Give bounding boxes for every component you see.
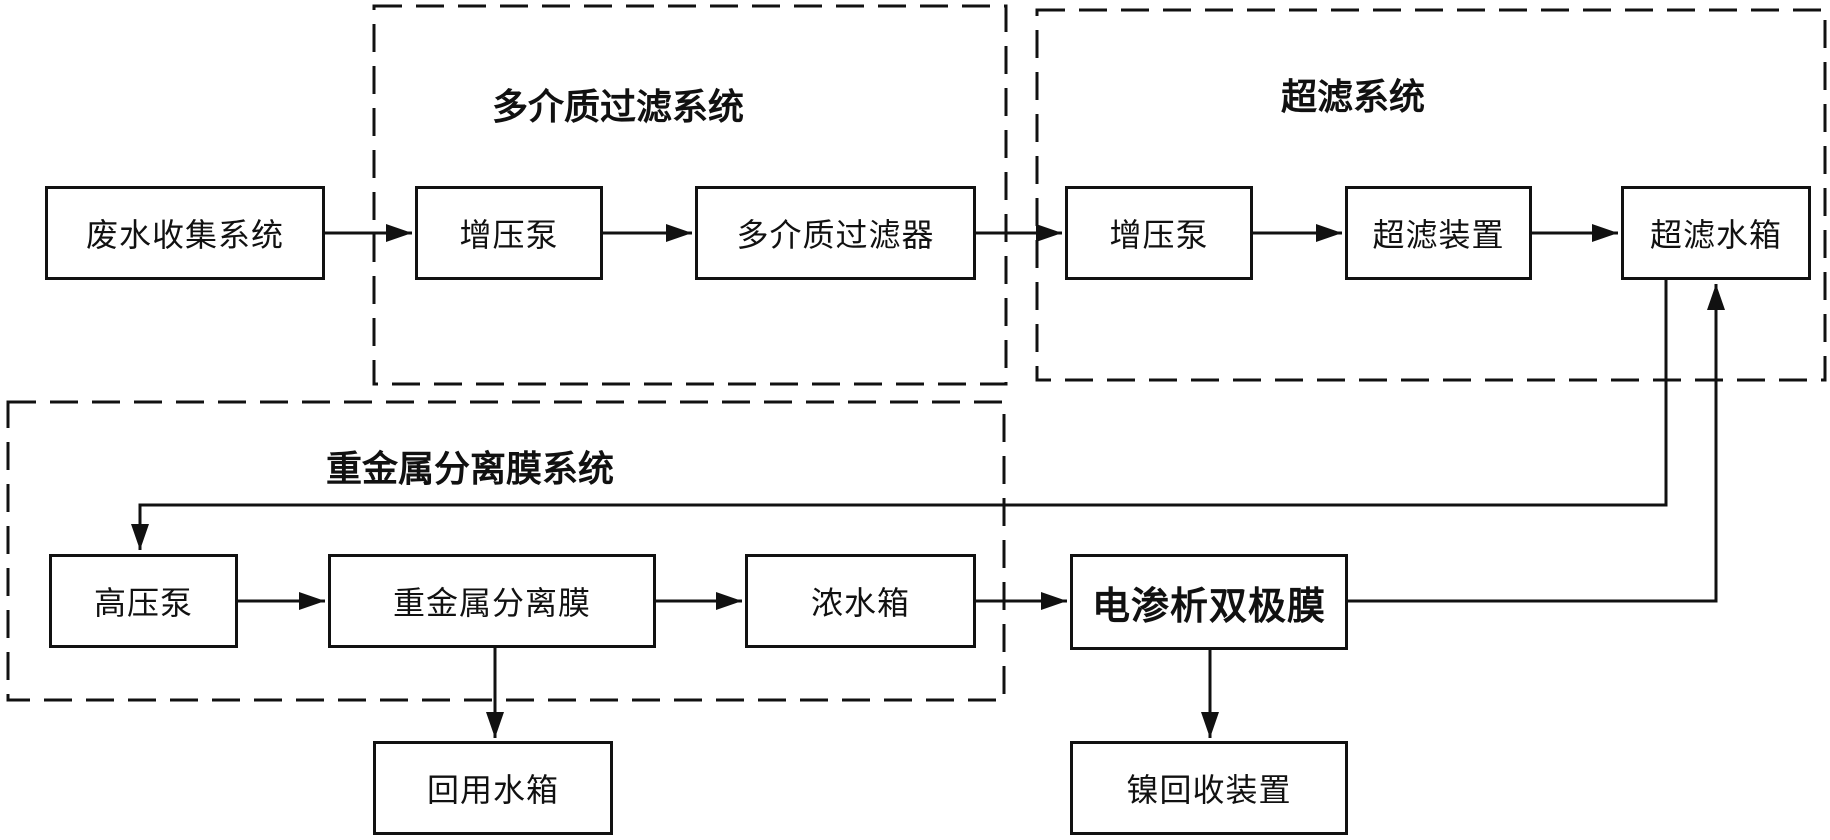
node-wastewater-collection: 废水收集系统 <box>45 186 325 280</box>
group-frame-multimedia <box>372 4 1008 386</box>
node-booster-pump-1: 增压泵 <box>415 186 603 280</box>
node-nickel-recovery: 镍回收装置 <box>1070 741 1348 835</box>
node-high-pressure-pump: 高压泵 <box>49 554 238 648</box>
group-frame-heavy-metal <box>6 400 1006 702</box>
node-booster-pump-2: 增压泵 <box>1065 186 1253 280</box>
group-frame-ultrafiltration <box>1035 8 1827 382</box>
group-label-ultrafiltration: 超滤系统 <box>1281 77 1426 118</box>
node-heavy-metal-membrane: 重金属分离膜 <box>328 554 656 648</box>
node-edbm: 电渗析双极膜 <box>1070 554 1348 650</box>
group-label-heavy-metal: 重金属分离膜系统 <box>326 449 615 490</box>
group-label-multimedia: 多介质过滤系统 <box>492 87 745 128</box>
arrow-uftank-to-hppump <box>131 280 1668 550</box>
arrow-edbm-return-to-uftank <box>1348 284 1725 603</box>
node-uf-tank: 超滤水箱 <box>1621 186 1811 280</box>
node-reuse-tank: 回用水箱 <box>373 741 613 835</box>
node-multimedia-filter: 多介质过滤器 <box>695 186 976 280</box>
node-uf-device: 超滤装置 <box>1345 186 1532 280</box>
node-concentrate-tank: 浓水箱 <box>745 554 976 648</box>
